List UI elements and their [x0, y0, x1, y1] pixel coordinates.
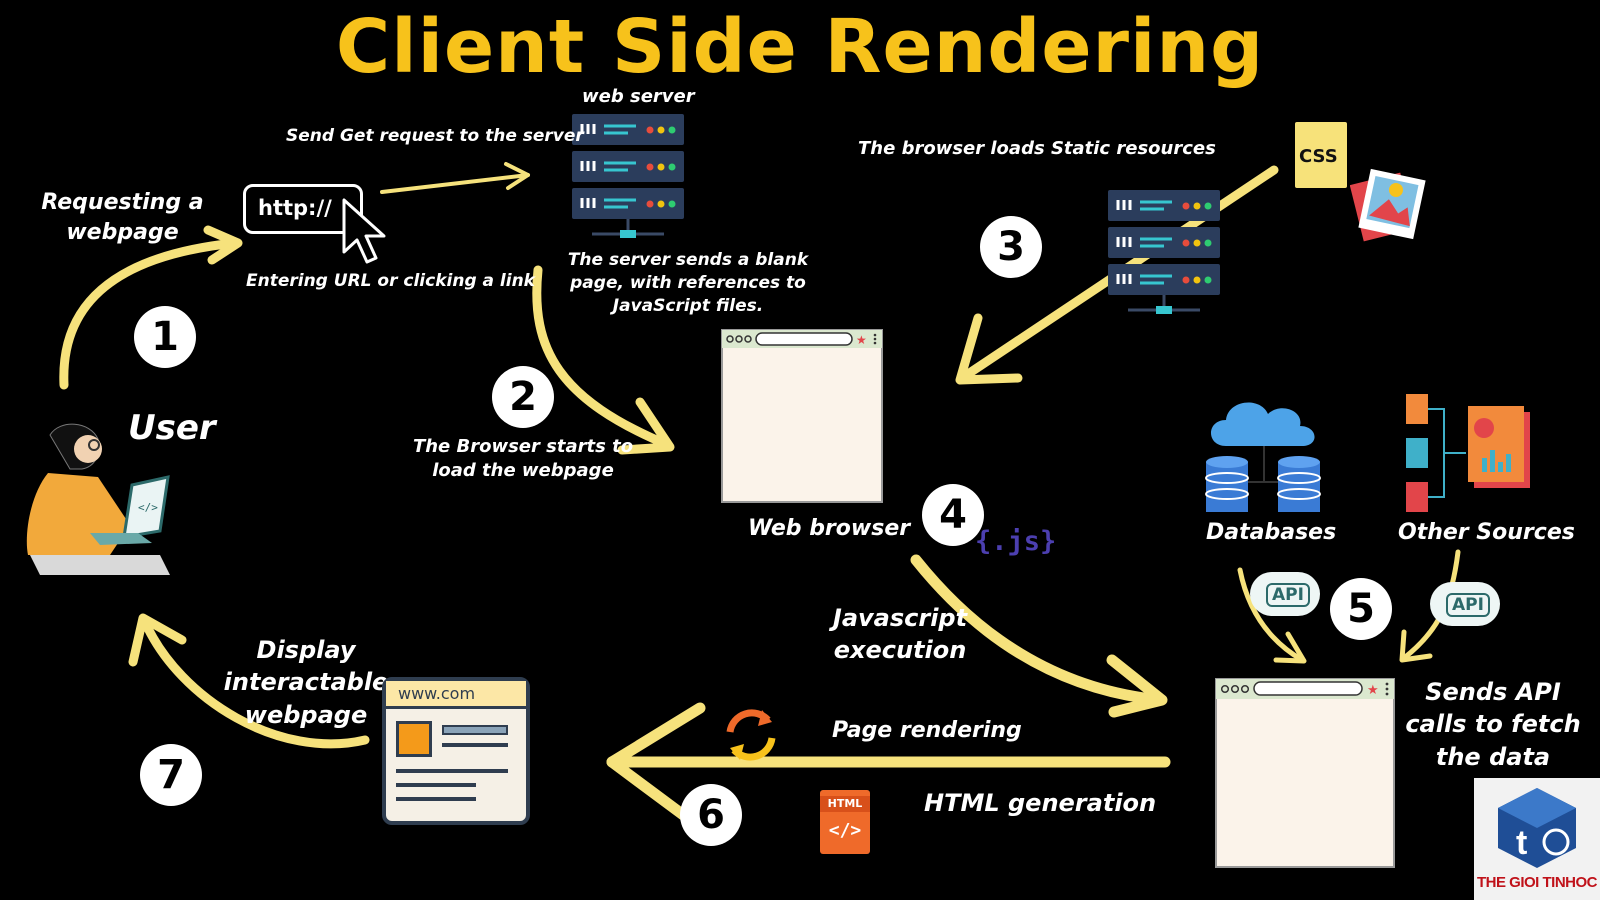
browser-window-main: ★	[721, 329, 883, 503]
user-laptop-icon: </>	[26, 423, 170, 575]
html-file-icon: HTML </>	[820, 790, 870, 854]
arrow-get-request	[380, 173, 530, 194]
svg-text:★: ★	[1367, 683, 1379, 698]
send-get-label: Send Get request to the server	[286, 126, 584, 146]
logo-text: THE GIOI TINHOC	[1477, 874, 1598, 891]
logo-cube-icon: t	[1498, 788, 1576, 868]
server-sends-label: The server sends a blank page, with refe…	[567, 250, 809, 316]
html-generation-label: HTML generation	[924, 789, 1157, 817]
api-label-right: API	[1446, 593, 1490, 617]
image-file-icon	[1350, 168, 1426, 242]
browser-starts-label: The Browser starts to load the webpage	[412, 436, 634, 482]
documents-chart-icon	[1406, 394, 1530, 512]
css-label: CSS	[1299, 146, 1338, 167]
webpage-line	[442, 743, 508, 747]
databases-label: Databases	[1206, 520, 1337, 545]
webpage-address-bar	[386, 681, 526, 709]
cloud-database-icon	[1205, 402, 1321, 512]
page-rendering-label: Page rendering	[832, 718, 1022, 743]
browser-loads-static-label: The browser loads Static resources	[858, 138, 1216, 159]
step-badge-1: 1	[134, 306, 196, 368]
api-cloud-icon: API	[1430, 582, 1500, 626]
step-badge-3: 3	[980, 216, 1042, 278]
arrow-step-2	[532, 265, 673, 450]
requesting-label: Requesting a webpage	[41, 190, 204, 245]
svg-text:★: ★	[856, 333, 867, 347]
html-file-label: HTML	[820, 796, 870, 812]
browser-window-api: ★	[1215, 678, 1395, 868]
html-code-glyph: </>	[828, 820, 862, 841]
webpage-line	[396, 797, 476, 801]
webpage-line	[396, 769, 508, 773]
arrow-api-left	[1237, 567, 1305, 663]
sends-api-label: Sends API calls to fetch the data	[1405, 678, 1581, 771]
svg-text:</>: </>	[138, 501, 158, 514]
cursor-icon	[342, 198, 386, 264]
step-badge-7: 7	[140, 744, 202, 806]
webpage-icon: www.com	[382, 677, 530, 825]
server-icon	[1108, 190, 1220, 314]
webpage-line	[396, 783, 476, 787]
webpage-image-block	[396, 721, 432, 757]
refresh-icon	[726, 709, 776, 761]
step-badge-4: 4	[922, 484, 984, 546]
logo-icon: t	[1474, 778, 1600, 900]
arrow-step-4	[910, 554, 1166, 706]
step-badge-6: 6	[680, 784, 742, 846]
step-badge-2: 2	[492, 366, 554, 428]
api-cloud-icon: API	[1250, 572, 1320, 616]
page-title: Client Side Rendering	[335, 4, 1265, 90]
display-interactable-label: Display interactable webpage	[223, 636, 389, 729]
web-browser-label: Web browser	[748, 516, 911, 541]
server-icon	[572, 114, 684, 238]
javascript-execution-label: Javascript execution	[832, 604, 968, 665]
js-icon: {.js}	[975, 526, 1057, 557]
other-sources-label: Other Sources	[1398, 520, 1575, 545]
svg-text:t: t	[1516, 824, 1527, 862]
entering-url-label: Entering URL or clicking a link	[246, 271, 535, 291]
user-label: User	[128, 408, 216, 448]
api-label-left: API	[1266, 583, 1310, 607]
webpage-line	[442, 725, 508, 735]
css-file-icon: CSS	[1295, 122, 1347, 188]
www-label: www.com	[398, 684, 476, 703]
step-badge-5: 5	[1330, 578, 1392, 640]
web-server-label: web server	[582, 86, 695, 107]
arrow-step-7	[140, 617, 370, 749]
arrow-step-1	[59, 238, 240, 390]
